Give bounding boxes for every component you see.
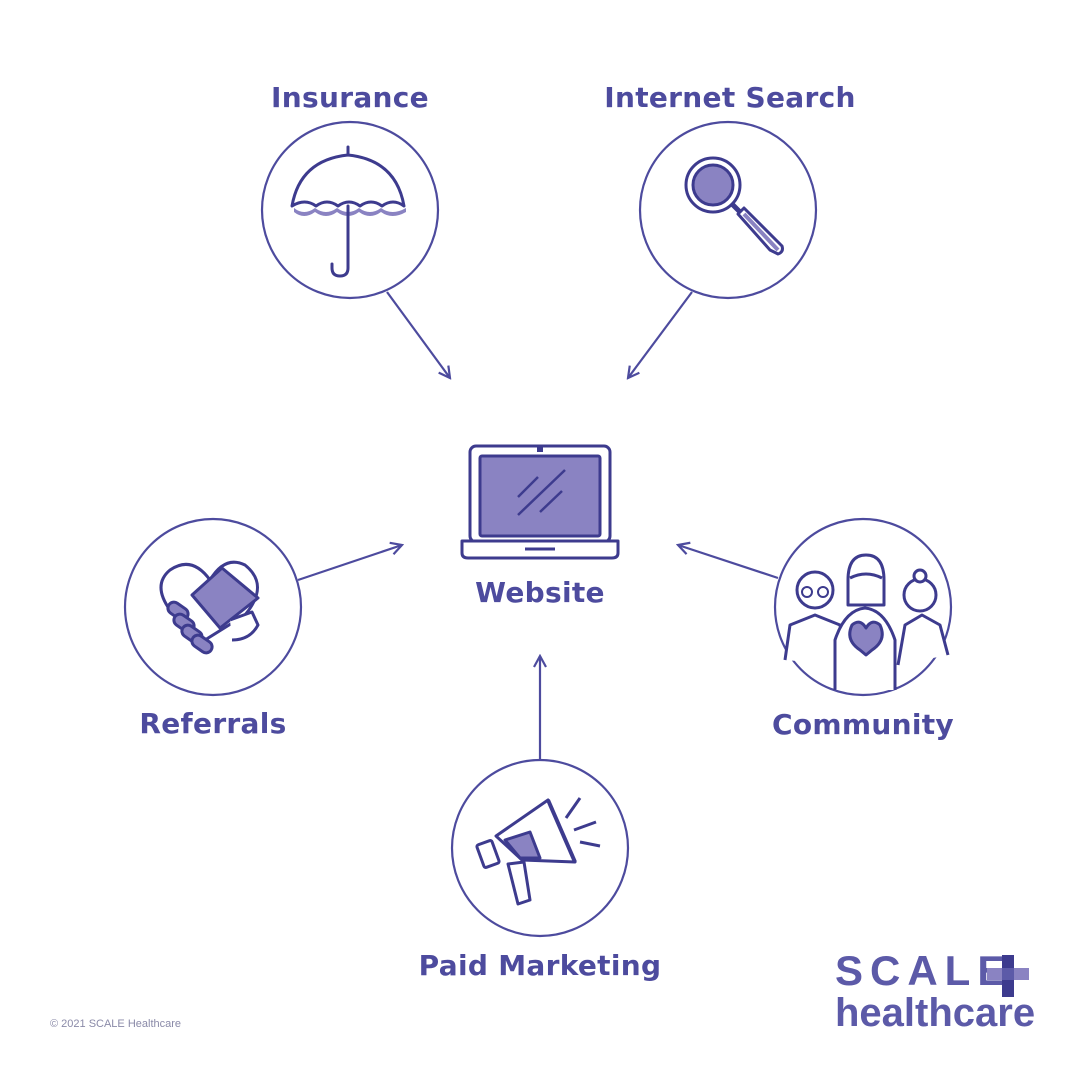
scale-healthcare-logo: SCALE healthcare [835,947,1036,1035]
copyright: © 2021 SCALE Healthcare [50,1018,182,1030]
arrow-community [678,545,779,580]
website-label: Website [475,576,605,609]
referrals-circle [123,517,303,697]
magnifier-icon [684,156,784,256]
plus-icon [987,955,1029,997]
paid-marketing-label: Paid Marketing [418,949,662,982]
referrals-label: Referrals [139,707,287,740]
logo-healthcare-text: healthcare [835,991,1036,1035]
megaphone-icon [475,797,601,906]
arrow-insurance [386,291,450,378]
logo-scale-text: SCALE [835,947,1013,994]
paid-marketing-circle [450,758,630,938]
community-circle [773,517,953,697]
handshake-heart-icon [159,560,260,655]
insurance-circle [260,120,440,300]
community-people-icon [783,553,950,690]
internet-search-label: Internet Search [604,81,856,114]
community-label: Community [772,708,954,741]
arrow-referrals [297,545,402,582]
umbrella-icon [290,145,406,278]
arrow-internet-search [628,291,693,378]
insurance-label: Insurance [271,81,429,114]
laptop-icon [460,444,620,560]
internet-search-circle [638,120,818,300]
